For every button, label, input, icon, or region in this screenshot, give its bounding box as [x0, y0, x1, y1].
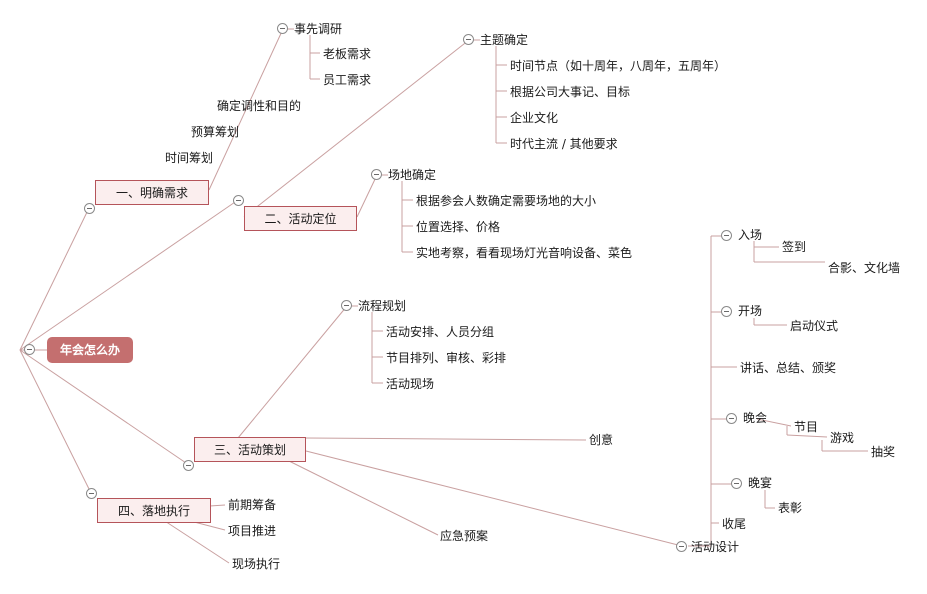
node-prep: 前期筹备: [228, 498, 277, 512]
node-idea: 创意: [589, 433, 614, 447]
node-emergency: 应急预案: [440, 529, 489, 543]
node-program: 节目: [794, 420, 819, 434]
collapse-toggle-root[interactable]: [24, 344, 35, 355]
collapse-toggle-venue[interactable]: [371, 169, 382, 180]
node-theme: 主题确定: [480, 33, 529, 47]
flow-item: 节目排列、审核、彩排: [386, 351, 507, 365]
node-banquet: 晚宴: [748, 476, 773, 490]
branch-clarify-needs[interactable]: 一、明确需求: [95, 180, 209, 205]
node-opening: 开场: [738, 304, 763, 318]
node-onsite: 现场执行: [232, 557, 281, 571]
connector-line: [756, 418, 792, 427]
root-node[interactable]: 年会怎么办: [47, 337, 133, 363]
theme-item: 根据公司大事记、目标: [510, 85, 631, 99]
node-signin: 签到: [782, 240, 807, 254]
collapse-toggle-design[interactable]: [676, 541, 687, 552]
node-time: 时间筹划: [165, 151, 214, 165]
connector-line: [19, 349, 190, 466]
venue-item: 根据参会人数确定需要场地的大小: [416, 194, 597, 208]
theme-item: 时间节点（如十周年，八周年，五周年）: [510, 59, 727, 73]
connector-line: [786, 434, 828, 438]
node-photo-wall: 合影、文化墙: [828, 261, 901, 275]
connector-line: [305, 437, 587, 441]
collapse-toggle-flow[interactable]: [341, 300, 352, 311]
node-activity-design: 活动设计: [691, 540, 740, 554]
connector-line: [208, 28, 284, 191]
collapse-toggle-positioning[interactable]: [233, 195, 244, 206]
node-venue: 场地确定: [388, 168, 437, 182]
node-praise: 表彰: [778, 501, 803, 515]
collapse-toggle-execution[interactable]: [86, 488, 97, 499]
connector-line: [305, 450, 683, 547]
node-budget: 预算筹划: [191, 125, 240, 139]
connector-line: [356, 174, 378, 218]
node-survey: 事先调研: [294, 22, 343, 36]
collapse-toggle-planning[interactable]: [183, 460, 194, 471]
theme-item: 企业文化: [510, 111, 559, 125]
collapse-toggle-clarify[interactable]: [84, 203, 95, 214]
collapse-toggle-theme[interactable]: [463, 34, 474, 45]
flow-item: 活动安排、人员分组: [386, 325, 495, 339]
branch-execution[interactable]: 四、落地执行: [97, 498, 211, 523]
connector-line: [286, 459, 439, 536]
node-flow: 流程规划: [358, 299, 407, 313]
node-speech: 讲话、总结、颁奖: [740, 361, 837, 375]
connector-line: [243, 39, 470, 218]
connector-line: [19, 207, 90, 351]
node-game: 游戏: [830, 431, 855, 445]
node-staff-needs: 员工需求: [323, 73, 372, 87]
collapse-toggle-entry[interactable]: [721, 230, 732, 241]
collapse-toggle-survey[interactable]: [277, 23, 288, 34]
connector-line: [19, 349, 92, 494]
node-ceremony: 启动仪式: [790, 319, 839, 333]
collapse-toggle-opening[interactable]: [721, 306, 732, 317]
node-lottery: 抽奖: [871, 445, 896, 459]
node-ending: 收尾: [722, 517, 747, 531]
connector-line: [237, 305, 348, 439]
node-boss-needs: 老板需求: [323, 47, 372, 61]
branch-planning[interactable]: 三、活动策划: [194, 437, 306, 462]
collapse-toggle-banquet[interactable]: [731, 478, 742, 489]
theme-item: 时代主流 / 其他要求: [510, 137, 618, 151]
venue-item: 位置选择、价格: [416, 220, 501, 234]
branch-positioning[interactable]: 二、活动定位: [244, 206, 357, 231]
node-gala: 晚会: [743, 411, 768, 425]
node-progress: 项目推进: [228, 524, 277, 538]
venue-item: 实地考察，看看现场灯光音响设备、菜色: [416, 246, 633, 260]
node-entry: 入场: [738, 228, 763, 242]
flow-item: 活动现场: [386, 377, 435, 391]
collapse-toggle-gala[interactable]: [726, 413, 737, 424]
node-tone: 确定调性和目的: [217, 99, 302, 113]
connector-line: [19, 199, 239, 351]
